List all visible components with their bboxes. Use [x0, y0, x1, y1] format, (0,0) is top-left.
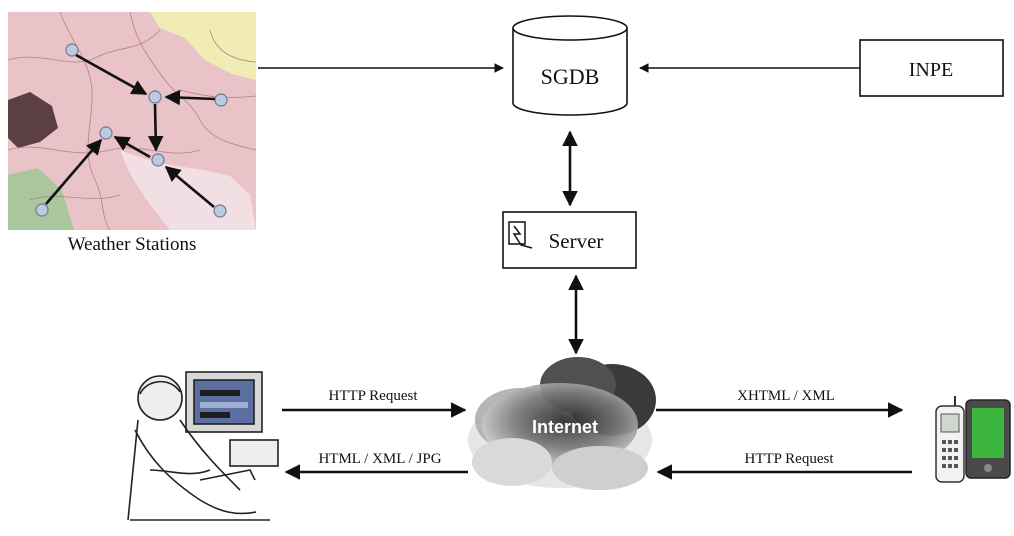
- station-marker: [99, 126, 113, 140]
- station-marker: [35, 203, 49, 217]
- map-dark-region: [8, 92, 58, 148]
- station-arrow: [164, 166, 215, 208]
- server-label: Server: [549, 229, 604, 253]
- database-label: SGDB: [541, 64, 600, 89]
- map-yellow-region: [150, 12, 256, 80]
- station-marker: [151, 153, 165, 167]
- weather-station-map: [8, 12, 256, 230]
- station-arrow: [75, 53, 148, 96]
- internet-label: Internet: [532, 417, 598, 437]
- mobile-request-label: HTTP Request: [744, 451, 834, 467]
- inpe-box: [859, 39, 1004, 97]
- mobile-response-label: XHTML / XML: [737, 388, 835, 404]
- station-arrow: [45, 138, 103, 205]
- person-at-computer-icon: [127, 371, 279, 521]
- station-arrows: [45, 53, 216, 208]
- weather-stations-label: Weather Stations: [68, 234, 197, 255]
- cellphone-and-pda-icon: [935, 396, 1011, 483]
- cellphone-icon: [935, 396, 965, 483]
- station-marker: [148, 90, 162, 104]
- cloud-icon: [468, 357, 656, 490]
- station-arrow: [147, 103, 164, 152]
- station-marker: [213, 204, 227, 218]
- database-node: SGDB: [512, 15, 628, 116]
- server-node: Server: [502, 211, 637, 269]
- station-arrow: [113, 135, 151, 159]
- station-marker: [214, 93, 228, 107]
- station-markers: [35, 43, 228, 218]
- inpe-node: INPE: [859, 39, 1004, 97]
- map-green-region: [8, 168, 74, 230]
- station-arrow: [164, 89, 216, 106]
- internet-node: Internet: [468, 357, 656, 490]
- inpe-label: INPE: [909, 59, 953, 81]
- pc-request-label: HTTP Request: [328, 388, 418, 404]
- map-borders: [8, 12, 256, 230]
- pc-response-label: HTML / XML / JPG: [318, 451, 441, 467]
- lightning-icon: [508, 221, 533, 249]
- station-marker: [65, 43, 79, 57]
- pda-icon: [965, 399, 1011, 479]
- cylinder-database-icon: [512, 28, 628, 116]
